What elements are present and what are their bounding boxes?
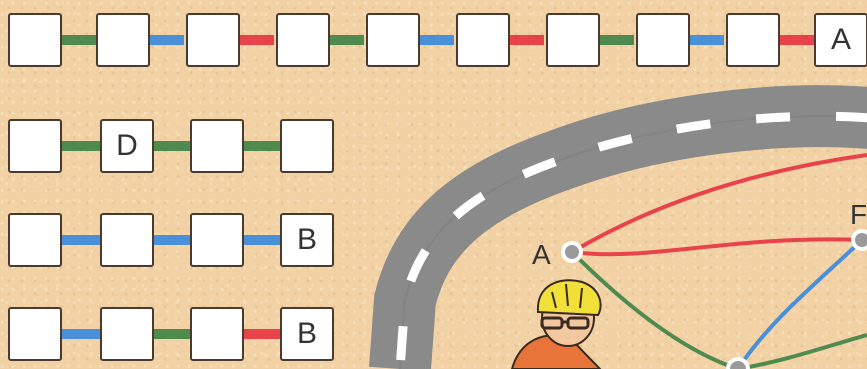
node-f [853,231,867,249]
node-a-label: A [532,239,551,270]
route-red-lower [572,239,862,254]
node-bottom [728,359,748,369]
cyclist-illustration [512,280,601,369]
node-a [563,243,581,261]
route-blue [738,240,862,369]
node-f-label: F [850,199,867,230]
road [400,116,867,369]
